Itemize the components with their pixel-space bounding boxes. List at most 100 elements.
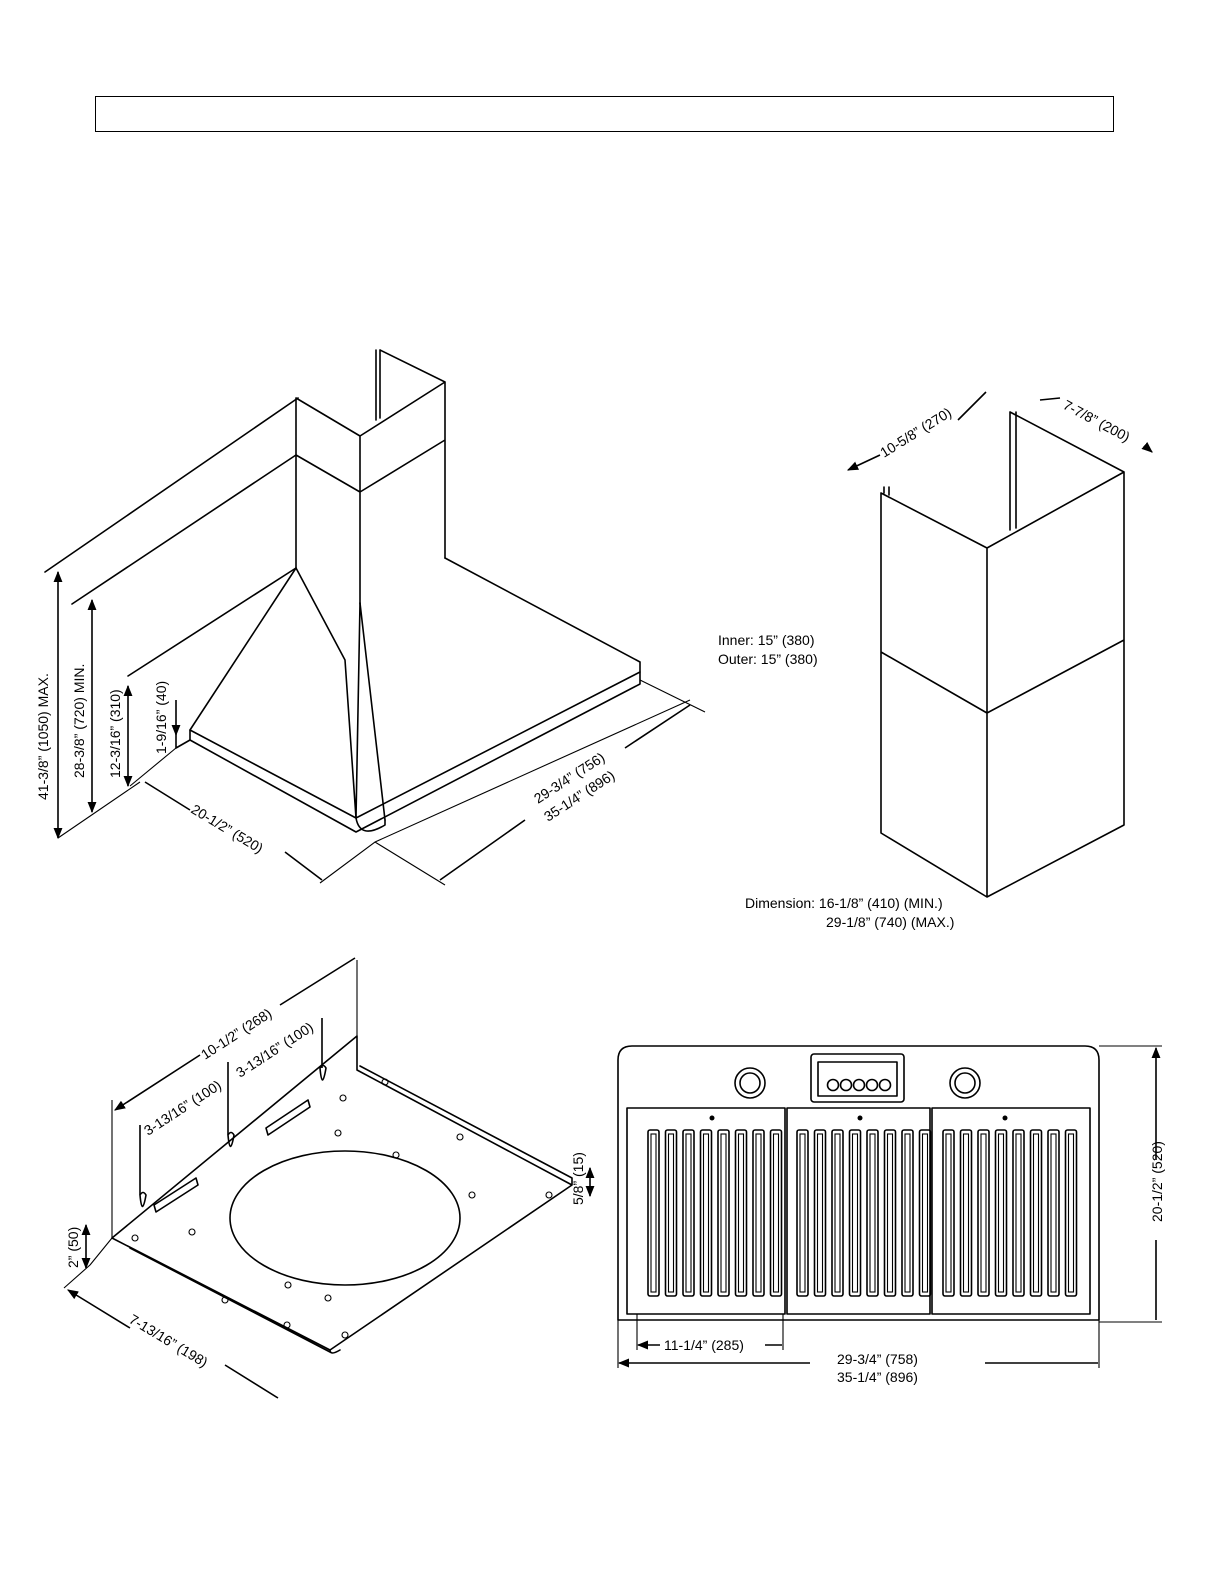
- filter-louver: [647, 1129, 660, 1297]
- filter-louver-inner: [921, 1133, 929, 1293]
- bracket-corner: [329, 1349, 341, 1354]
- filter-louver: [866, 1129, 879, 1297]
- dim-label-filter-width: 11-1/4” (285): [664, 1337, 744, 1353]
- filter-louver-inner: [816, 1133, 824, 1293]
- filter-louver-inner: [834, 1133, 841, 1293]
- bracket-outline: [111, 1035, 573, 1353]
- filter-louver: [699, 1129, 713, 1297]
- filter-louver-inner: [650, 1133, 657, 1293]
- hood-isometric-view: 41-3/8” (1050) MAX. 28-3/8” (720) MIN. 1…: [35, 349, 706, 886]
- filter-louver: [977, 1129, 990, 1297]
- filter-louver-inner: [755, 1133, 762, 1293]
- dim-line-bracket-depth: [68, 1290, 279, 1399]
- filter-louver-inner: [667, 1133, 675, 1293]
- extension-lines-bottom: [319, 679, 706, 886]
- filter-louver-inner: [737, 1133, 745, 1293]
- dim-label-width-outer: 35-1/4” (896): [837, 1369, 918, 1385]
- filter-handle-left: [709, 1115, 715, 1121]
- extension-lines-left: [57, 747, 177, 839]
- dim-label-min-height: 28-3/8” (720) MIN.: [71, 664, 87, 778]
- filter-louver: [942, 1129, 955, 1297]
- filter-louver: [959, 1129, 973, 1297]
- filter-right: [931, 1107, 1091, 1315]
- bottom-extension-lines: [617, 1045, 1162, 1368]
- light-right-inner: [954, 1072, 976, 1094]
- filter-louver: [796, 1129, 809, 1297]
- filter-louver: [901, 1129, 914, 1297]
- filter-louver-inner: [997, 1133, 1005, 1293]
- chimney-dimension-label: Dimension: 16-1/8” (410) (MIN.): [745, 895, 943, 911]
- bracket-extension-lines: [63, 960, 358, 1289]
- filter-louver-inner: [945, 1133, 952, 1293]
- filter-louver: [1012, 1129, 1025, 1297]
- hood-bottom-outline: [617, 1045, 1100, 1321]
- filter-louver: [769, 1129, 783, 1297]
- wall-canopy-line: [127, 567, 297, 677]
- chimney-view: 10-5/8” (270) 7-7/8” (200) Inner: 15” (3…: [718, 391, 1152, 930]
- bracket-view: 10-1/2” (268) 3-13/16” (100) 3-13/16” (1…: [63, 957, 595, 1399]
- filter-louver: [664, 1129, 678, 1297]
- chimney-outline: [880, 411, 1125, 898]
- filter-louver: [682, 1129, 695, 1297]
- control-panel: [810, 1053, 905, 1103]
- filter-louver-inner: [980, 1133, 987, 1293]
- filter-louver: [831, 1129, 844, 1297]
- dim-label-lip-height: 1-9/16” (40): [153, 681, 169, 754]
- light-left: [734, 1067, 766, 1099]
- filter-louver-inner: [799, 1133, 806, 1293]
- canopy-seams: [295, 567, 386, 821]
- filter-louver: [1029, 1129, 1043, 1297]
- filter-louver: [1064, 1129, 1078, 1297]
- wall-upper-line: [71, 454, 297, 605]
- lip-end: [175, 734, 191, 749]
- filter-louver-inner: [1050, 1133, 1057, 1293]
- chimney-dimension-max: 29-1/8” (740) (MAX.): [826, 914, 954, 930]
- filter-louver: [994, 1129, 1008, 1297]
- control-buttons: [826, 1078, 892, 1092]
- light-right: [949, 1067, 981, 1099]
- bottom-view: 20-1/2” (520) 11-1/4” (285) 29-3/4” (758…: [618, 1046, 1165, 1385]
- dim-label-depth: 20-1/2” (520): [188, 801, 266, 856]
- duct-opening: [229, 1150, 461, 1286]
- filter-louver: [918, 1129, 932, 1297]
- dim-label-canopy-height: 12-3/16” (310): [107, 689, 123, 778]
- filter-louver: [1047, 1129, 1060, 1297]
- filter-louver: [813, 1129, 827, 1297]
- dim-line-width: [439, 704, 691, 881]
- light-left-inner: [739, 1072, 761, 1094]
- chimney-outer-label: Outer: 15” (380): [718, 651, 818, 667]
- filter-left: [626, 1107, 786, 1315]
- dim-label-bracket-depth: 7-13/16” (198): [126, 1311, 210, 1370]
- dim-label-chimney-width: 7-7/8” (200): [1061, 397, 1133, 445]
- wall-top-line: [44, 397, 299, 573]
- chimney-inner-label: Inner: 15” (380): [718, 632, 815, 648]
- dim-label-bracket-height: 2” (50): [65, 1227, 81, 1268]
- filter-louver: [848, 1129, 862, 1297]
- chimney-outline: [295, 349, 446, 604]
- control-panel-inner: [817, 1061, 898, 1097]
- dim-label-max-height: 41-3/8” (1050) MAX.: [35, 673, 51, 800]
- filter-handle-right: [1002, 1115, 1008, 1121]
- dim-label-chimney-depth: 10-5/8” (270): [877, 404, 954, 460]
- filter-louver-inner: [702, 1133, 710, 1293]
- dim-line-keyhole-spacing: [139, 1018, 323, 1195]
- dim-label-flange: 5/8” (15): [570, 1152, 586, 1205]
- filter-louver: [717, 1129, 730, 1297]
- filter-louver-inner: [1067, 1133, 1075, 1293]
- filter-louver: [734, 1129, 748, 1297]
- dim-line-bracket-length: [115, 957, 356, 1110]
- filter-louver-inner: [1032, 1133, 1040, 1293]
- bracket-slots: [153, 1099, 311, 1213]
- dim-label-width-inner: 29-3/4” (758): [837, 1351, 918, 1367]
- filter-louver-inner: [772, 1133, 780, 1293]
- filter-louver-inner: [1015, 1133, 1022, 1293]
- canopy-corner: [355, 817, 386, 832]
- filter-louver-inner: [869, 1133, 876, 1293]
- filter-louver-inner: [851, 1133, 859, 1293]
- filter-louver: [883, 1129, 897, 1297]
- filter-louver-inner: [886, 1133, 894, 1293]
- filter-louver-inner: [962, 1133, 970, 1293]
- filter-louver-inner: [685, 1133, 692, 1293]
- dim-line-chimney-depth: [848, 391, 987, 470]
